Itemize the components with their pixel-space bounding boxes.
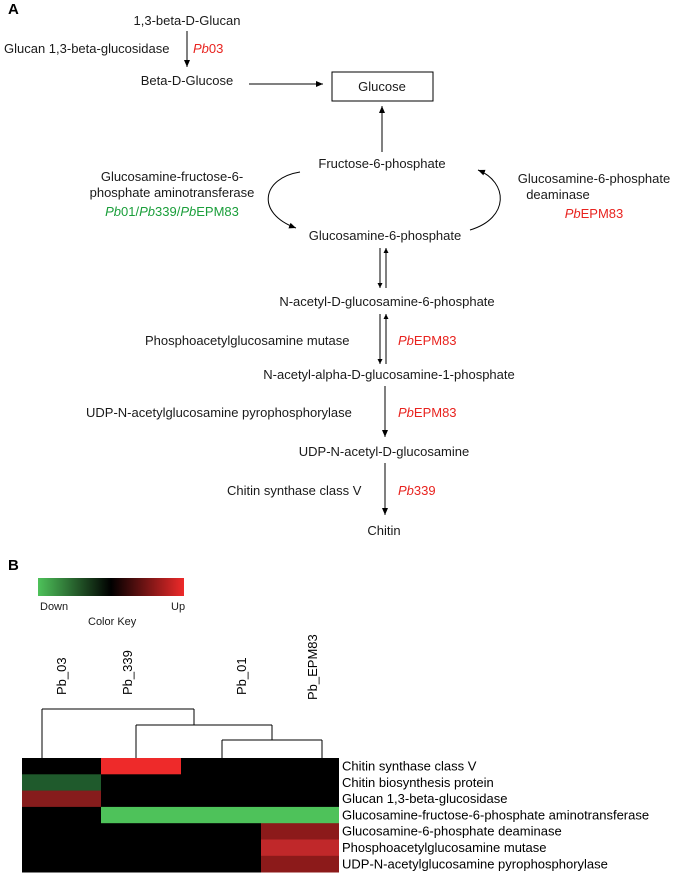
- heatmap-row-label: Glucan 1,3-beta-glucosidase: [342, 791, 508, 806]
- nag1p-node: N-acetyl-alpha-D-glucosamine-1-phosphate: [263, 367, 514, 382]
- heatmap-cell: [101, 839, 181, 857]
- column-label-pb-01: Pb_01: [234, 657, 249, 695]
- color-key-down-label: Down: [40, 601, 68, 613]
- chitin-node: Chitin: [367, 523, 400, 538]
- column-label-pb-epm83: Pb_EPM83: [305, 634, 320, 700]
- color-key-up-label: Up: [171, 601, 185, 613]
- color-key-gradient: [38, 578, 184, 596]
- chs-enzyme-label: Chitin synthase class V: [227, 483, 362, 498]
- glucosidase-enzyme-label: Glucan 1,3-beta-glucosidase: [4, 41, 170, 56]
- column-label-pb-339: Pb_339: [120, 650, 135, 695]
- heatmap-row-label: Chitin synthase class V: [342, 759, 477, 774]
- heatmap-cell: [22, 823, 101, 840]
- heatmap-cell: [22, 758, 101, 775]
- gfat-label-line2: phosphate aminotransferase: [90, 185, 255, 200]
- dendrogram: [41, 708, 323, 758]
- heatmap-row-label: Glucosamine-fructose-6-phosphate aminotr…: [342, 807, 649, 822]
- heatmap-cell: [22, 774, 101, 791]
- deaminase-strain-label: PbEPM83: [565, 206, 624, 221]
- heatmap-cell: [101, 758, 181, 775]
- heatmap-column-labels: Pb_03 Pb_339 Pb_01 Pb_EPM83: [54, 634, 320, 700]
- deaminase-curved-arrow: [469, 169, 501, 231]
- heatmap-cell: [261, 790, 339, 808]
- column-label-pb-03: Pb_03: [54, 657, 69, 695]
- heatmap-row-label: UDP-N-acetylglucosamine pyrophosphorylas…: [342, 856, 608, 871]
- deaminase-label-line1: Glucosamine-6-phosphate: [518, 171, 670, 186]
- deaminase-label-line2: deaminase: [526, 187, 590, 202]
- heatmap-row-label: Glucosamine-6-phosphate deaminase: [342, 824, 562, 839]
- heatmap-cell: [101, 774, 181, 791]
- g6p-node: Glucosamine-6-phosphate: [309, 228, 461, 243]
- color-key-title: Color Key: [88, 616, 137, 628]
- heatmap-row-label: Phosphoacetylglucosamine mutase: [342, 840, 547, 855]
- beta-glucose-node: Beta-D-Glucose: [141, 73, 233, 88]
- nag6p-node: N-acetyl-D-glucosamine-6-phosphate: [279, 294, 494, 309]
- glucose-box: [331, 71, 434, 102]
- udp-nag-node: UDP-N-acetyl-D-glucosamine: [299, 444, 470, 459]
- udp-ppase-strain-label: PbEPM83: [398, 405, 457, 420]
- heatmap-cell: [101, 823, 181, 840]
- chs-strain-label: Pb339: [398, 483, 436, 498]
- heatmap-cell: [181, 839, 261, 857]
- heatmap-cell: [181, 758, 261, 775]
- heatmap-cell: [22, 806, 101, 824]
- heatmap-cell: [22, 839, 101, 857]
- mutase-strain-label: PbEPM83: [398, 333, 457, 348]
- heatmap-cell: [261, 806, 339, 824]
- heatmap-cell: [181, 823, 261, 840]
- heatmap-cell: [101, 790, 181, 808]
- heatmap-cell: [261, 758, 339, 775]
- heatmap-cell: [261, 823, 339, 840]
- heatmap-cell: [101, 806, 181, 824]
- heatmap-cell: [181, 806, 261, 824]
- glucosidase-strain-label: Pb03: [193, 41, 223, 56]
- heatmap-cell: [261, 839, 339, 857]
- heatmap-cell: [181, 774, 261, 791]
- heatmap-cell: [261, 774, 339, 791]
- panel-a-label: A: [8, 1, 19, 18]
- heatmap: [22, 758, 339, 873]
- udp-ppase-enzyme-label: UDP-N-acetylglucosamine pyrophosphorylas…: [86, 405, 352, 420]
- heatmap-cell: [22, 855, 101, 873]
- glucose-node: Glucose: [358, 79, 406, 94]
- heatmap-cell: [261, 855, 339, 873]
- gfat-label-line1: Glucosamine-fructose-6-: [101, 169, 243, 184]
- heatmap-cell: [22, 790, 101, 808]
- gfat-curved-arrow: [267, 171, 301, 229]
- panel-b-label: B: [8, 557, 19, 574]
- gfat-strain-label: Pb01/Pb339/PbEPM83: [105, 204, 239, 219]
- heatmap-row-label: Chitin biosynthesis protein: [342, 775, 494, 790]
- mutase-enzyme-label: Phosphoacetylglucosamine mutase: [145, 333, 350, 348]
- heatmap-cell: [101, 855, 181, 873]
- heatmap-cell: [181, 790, 261, 808]
- f6p-node: Fructose-6-phosphate: [318, 156, 445, 171]
- heatmap-cell: [181, 855, 261, 873]
- glucan-node: 1,3-beta-D-Glucan: [134, 13, 241, 28]
